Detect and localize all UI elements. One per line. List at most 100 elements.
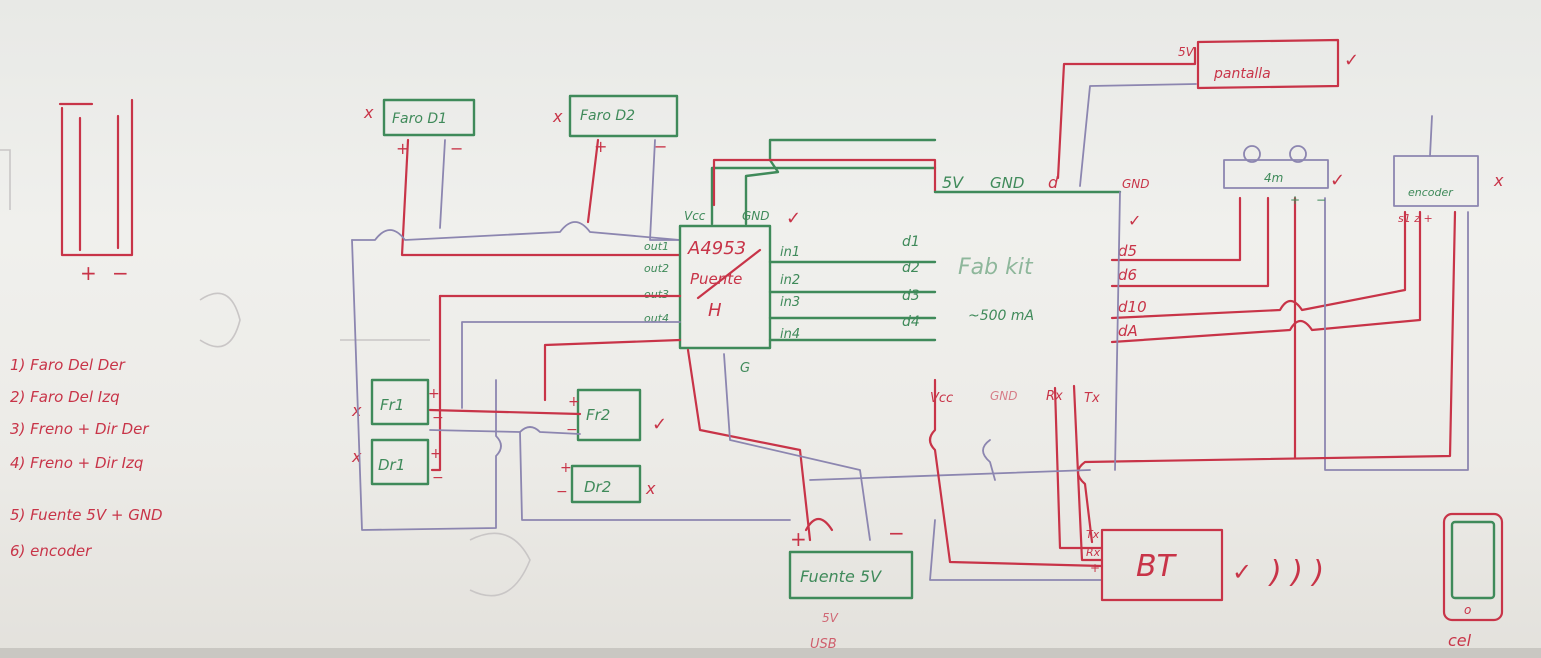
driver-in3: in3 <box>780 295 800 310</box>
sensor-check: ✓ <box>1330 170 1345 191</box>
faro-d2: Faro D2 x + − <box>552 94 679 156</box>
dr2-x: x <box>645 479 656 498</box>
sensor-minus: − <box>1316 193 1326 207</box>
encoder-label: encoder <box>1408 186 1454 199</box>
faro-d2-minus: − <box>654 137 667 156</box>
faro-d1-plus: + <box>396 139 409 158</box>
dr2-plus: + <box>560 460 572 476</box>
fr2-minus: − <box>566 422 578 438</box>
driver-vcc: Vcc <box>684 209 706 223</box>
driver-a4953: Vcc GND ✓ A4953 Puente H out1 out2 out3 … <box>644 138 937 376</box>
fr1: Fr1 x + − <box>351 378 444 426</box>
pantalla-check: ✓ <box>1344 50 1359 71</box>
fr2-label: Fr2 <box>586 406 610 424</box>
pin-dA: dA <box>1118 322 1138 340</box>
legend-item-1: 1) Faro Del Der <box>10 356 126 374</box>
driver-check: ✓ <box>786 208 801 229</box>
fr1-x: x <box>351 401 362 420</box>
legend-item-6: 6) encoder <box>10 542 92 560</box>
fuente-sub1: 5V <box>822 611 839 625</box>
dr1-minus: − <box>432 470 444 486</box>
dr1-plus: + <box>430 446 442 462</box>
fuente-plus: + <box>790 527 807 551</box>
driver-in1: in1 <box>780 245 800 260</box>
fab-gnd: GND <box>990 174 1024 192</box>
dr1-x: x <box>351 447 362 466</box>
sensor-4m-label: 4m <box>1264 171 1283 185</box>
faro-wiring <box>351 138 682 257</box>
legend-item-2: 2) Faro Del Izq <box>10 388 120 406</box>
driver-out4: out4 <box>644 312 669 325</box>
driver-in2: in2 <box>780 273 800 288</box>
faro-d2-x: x <box>552 107 563 126</box>
fabkit-current: ~500 mA <box>968 308 1034 324</box>
bt-plus: + <box>1090 561 1100 575</box>
faro-d1-x: x <box>363 103 374 122</box>
left-bar-component: + − <box>58 98 134 285</box>
encoder: encoder s1 z + x <box>1393 115 1504 225</box>
fuente-minus: − <box>888 521 905 545</box>
fab-d: d <box>1048 173 1059 192</box>
dr2: Dr2 + − x <box>556 460 656 504</box>
fab-gnd-bottom: GND <box>990 389 1018 403</box>
driver-name: A4953 <box>687 238 746 259</box>
gnd-right: GND <box>1122 177 1150 191</box>
pantalla-pins: 5V <box>1178 45 1195 59</box>
left-bar-plus: + <box>80 261 97 285</box>
bt-module: BT Tx Rx + ✓ ) ) ) <box>1086 528 1324 602</box>
fab-d4: d4 <box>902 314 920 330</box>
driver-out1: out1 <box>644 240 669 253</box>
fab-5v: 5V <box>942 173 964 192</box>
encoder-pins: s1 z + <box>1398 212 1433 225</box>
cel-home: o <box>1464 603 1471 617</box>
fr2: Fr2 + − ✓ <box>566 388 667 442</box>
driver-out2: out2 <box>644 262 669 275</box>
lower-wiring <box>351 239 1104 581</box>
fr2-plus: + <box>568 394 580 410</box>
right-wiring <box>809 46 1469 562</box>
bt-rx: Rx <box>1086 546 1101 559</box>
fab-d2: d2 <box>902 260 920 276</box>
fab-tx: Tx <box>1084 391 1100 406</box>
pantalla: 5V pantalla ✓ <box>1178 38 1359 90</box>
encoder-x: x <box>1493 171 1504 190</box>
legend-item-4: 4) Freno + Dir Izq <box>10 454 143 472</box>
fab-d3: d3 <box>902 288 920 304</box>
bt-check: ✓ <box>1232 558 1252 586</box>
sensor-4m: 4m ✓ + − <box>1223 145 1345 207</box>
fr1-plus: + <box>428 386 440 402</box>
dr1-label: Dr1 <box>378 456 405 474</box>
faro-d1: Faro D1 x + − <box>363 98 476 158</box>
pin-d10: d10 <box>1118 298 1147 316</box>
fr2-check: ✓ <box>652 414 667 435</box>
fab-vcc: Vcc <box>930 391 953 406</box>
dr2-label: Dr2 <box>584 478 611 496</box>
left-bar-minus: − <box>112 261 129 285</box>
bt-waves: ) ) ) <box>1268 555 1324 590</box>
driver-sub2: H <box>708 300 722 321</box>
dr2-minus: − <box>556 484 568 500</box>
fabkit-name: Fab kit <box>958 255 1034 280</box>
sensor-plus: + <box>1290 193 1300 207</box>
fr1-minus: − <box>432 410 444 426</box>
fuente-label: Fuente 5V <box>800 567 882 586</box>
bt-label: BT <box>1136 549 1178 584</box>
faro-d1-label: Faro D1 <box>392 111 447 127</box>
legend: 1) Faro Del Der 2) Faro Del Izq 3) Freno… <box>10 356 163 560</box>
pin-d5: d5 <box>1118 242 1137 260</box>
driver-sub1: Puente <box>690 270 742 288</box>
dr1: Dr1 x + − <box>351 438 444 486</box>
bt-tx: Tx <box>1086 528 1100 541</box>
driver-gnd: GND <box>742 209 770 223</box>
driver-out3: out3 <box>644 288 669 301</box>
legend-item-3: 3) Freno + Dir Der <box>10 420 149 438</box>
driver-in4: in4 <box>780 327 800 342</box>
fab-d1: d1 <box>902 234 920 250</box>
cel-phone: o cel <box>1442 512 1504 650</box>
legend-item-5: 5) Fuente 5V + GND <box>10 506 163 524</box>
fabkit: 5V GND d d1 d2 d3 d4 Fab kit ~500 mA Vcc… <box>902 173 1150 406</box>
gnd-right-check: ✓ <box>1128 211 1141 230</box>
board-bottom-edge <box>0 648 1541 658</box>
faro-d2-label: Faro D2 <box>580 108 635 124</box>
